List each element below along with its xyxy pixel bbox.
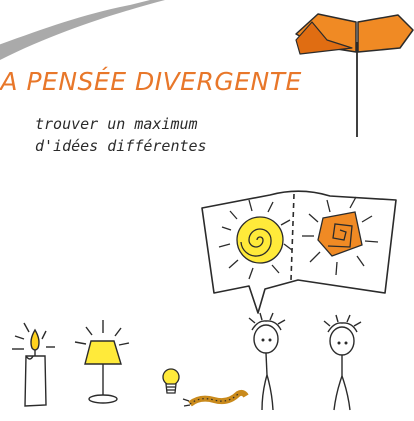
subtitle-line-1: trouver un maximum bbox=[35, 115, 198, 133]
subtitle-line-2: d'idées différentes bbox=[35, 137, 207, 155]
candle-icon bbox=[12, 322, 55, 407]
grey-brush-stroke bbox=[0, 0, 165, 60]
person-icon bbox=[248, 312, 286, 411]
sun-square-icon bbox=[302, 196, 379, 276]
lamp-icon bbox=[74, 320, 130, 404]
subtitle: trouver un maximum d'idées différentes bbox=[35, 113, 207, 157]
sun-spiral-icon bbox=[218, 199, 293, 280]
person-icon-2 bbox=[323, 314, 362, 411]
worm-icon bbox=[182, 389, 249, 407]
speech-bubble-icon bbox=[201, 190, 397, 314]
signpost-icon bbox=[295, 13, 414, 137]
bulb-icon bbox=[162, 368, 180, 394]
page-title: LA PENSÉE DIVERGENTE bbox=[0, 67, 302, 96]
